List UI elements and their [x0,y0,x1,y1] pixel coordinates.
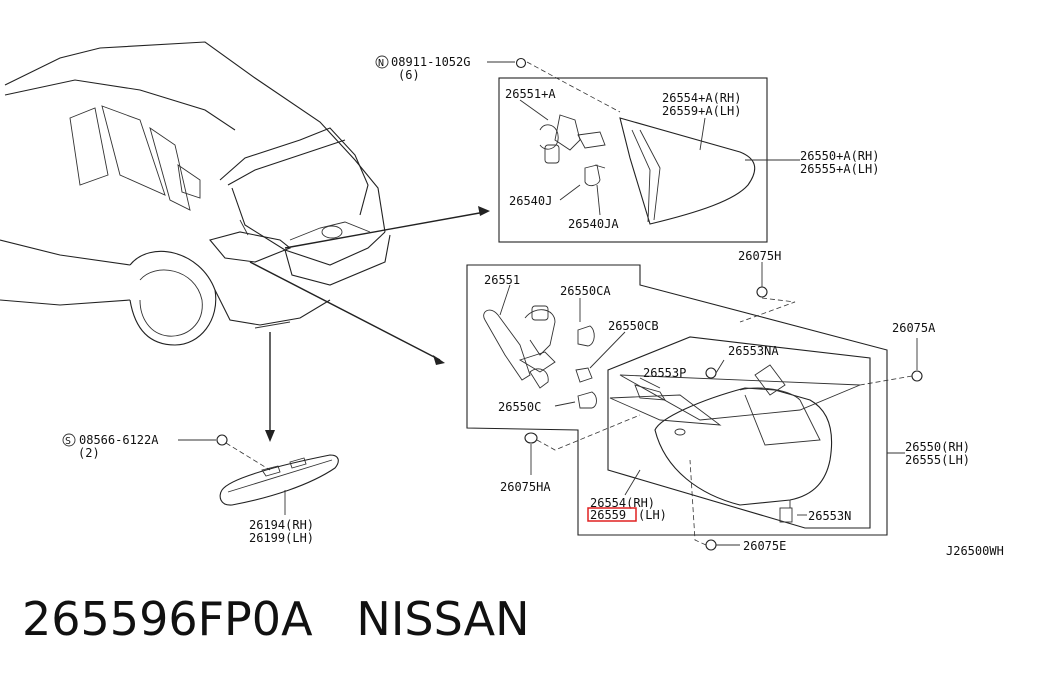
label-nut-top: 08911-1052G [391,55,470,69]
label-lens-rh: 26554(RH) [590,496,655,510]
label-diagram-code: J26500WH [946,544,1004,558]
label-bulb-c: 26550C [498,400,541,414]
pointer-arrows [249,206,490,442]
label-clip-a: 26075A [892,321,936,335]
label-bulb-ja: 26540JA [568,217,619,231]
rear-reflector [219,454,339,515]
label-reflector-rh: 26194(RH) [249,518,314,532]
part-footer: 265596FP0A NISSAN [22,592,530,646]
label-bulb-j: 26540J [509,194,552,208]
highlight-box [587,507,637,522]
label-bulb-ca: 26550CA [560,284,611,298]
car-outline [0,41,391,346]
label-seal-n: 26553N [808,509,851,523]
label-lamp-rh: 26550(RH) [905,440,970,454]
label-nut-top-qty: (6) [398,68,420,82]
brand-name: NISSAN [356,592,530,646]
label-lens-a-rh: 26554+A(RH) [662,91,741,105]
label-lens-a-lh: 26559+A(LH) [662,104,741,118]
label-seal-na: 26553NA [728,344,779,358]
label-lens-lh-suffix: (LH) [638,508,667,522]
clips [524,262,923,551]
part-number: 265596FP0A [22,592,313,646]
label-socket: 26551 [484,273,520,287]
label-lamp-lh: 26555(LH) [905,453,970,467]
badge-s-circle [62,433,76,447]
badge-n: N [378,58,384,69]
main-lamp-box [607,336,871,529]
socket-assembly-box [466,264,888,536]
label-bulb-cb: 26550CB [608,319,659,333]
label-seal-p: 26553P [643,366,686,380]
label-lamp-a-rh: 26550+A(RH) [800,149,879,163]
label-screw: 08566-6122A [79,433,159,447]
upper-lamp-assembly-box [498,61,800,243]
label-clip-e: 26075E [743,539,786,553]
label-clip-h: 26075H [738,249,781,263]
screw [178,434,271,471]
label-bulb-socket-a: 26551+A [505,87,556,101]
label-lamp-a-lh: 26555+A(LH) [800,162,879,176]
badge-s: S [65,436,71,447]
label-lens-lh-number: 26559 [590,508,626,522]
label-reflector-lh: 26199(LH) [249,531,314,545]
badge-n-circle [375,55,389,69]
label-screw-qty: (2) [78,446,100,460]
parts-diagram: N S 08911-1052G (6) 26551+A 26554+A(RH) … [0,41,1004,558]
top-nut [487,57,527,69]
label-clip-ha: 26075HA [500,480,551,494]
